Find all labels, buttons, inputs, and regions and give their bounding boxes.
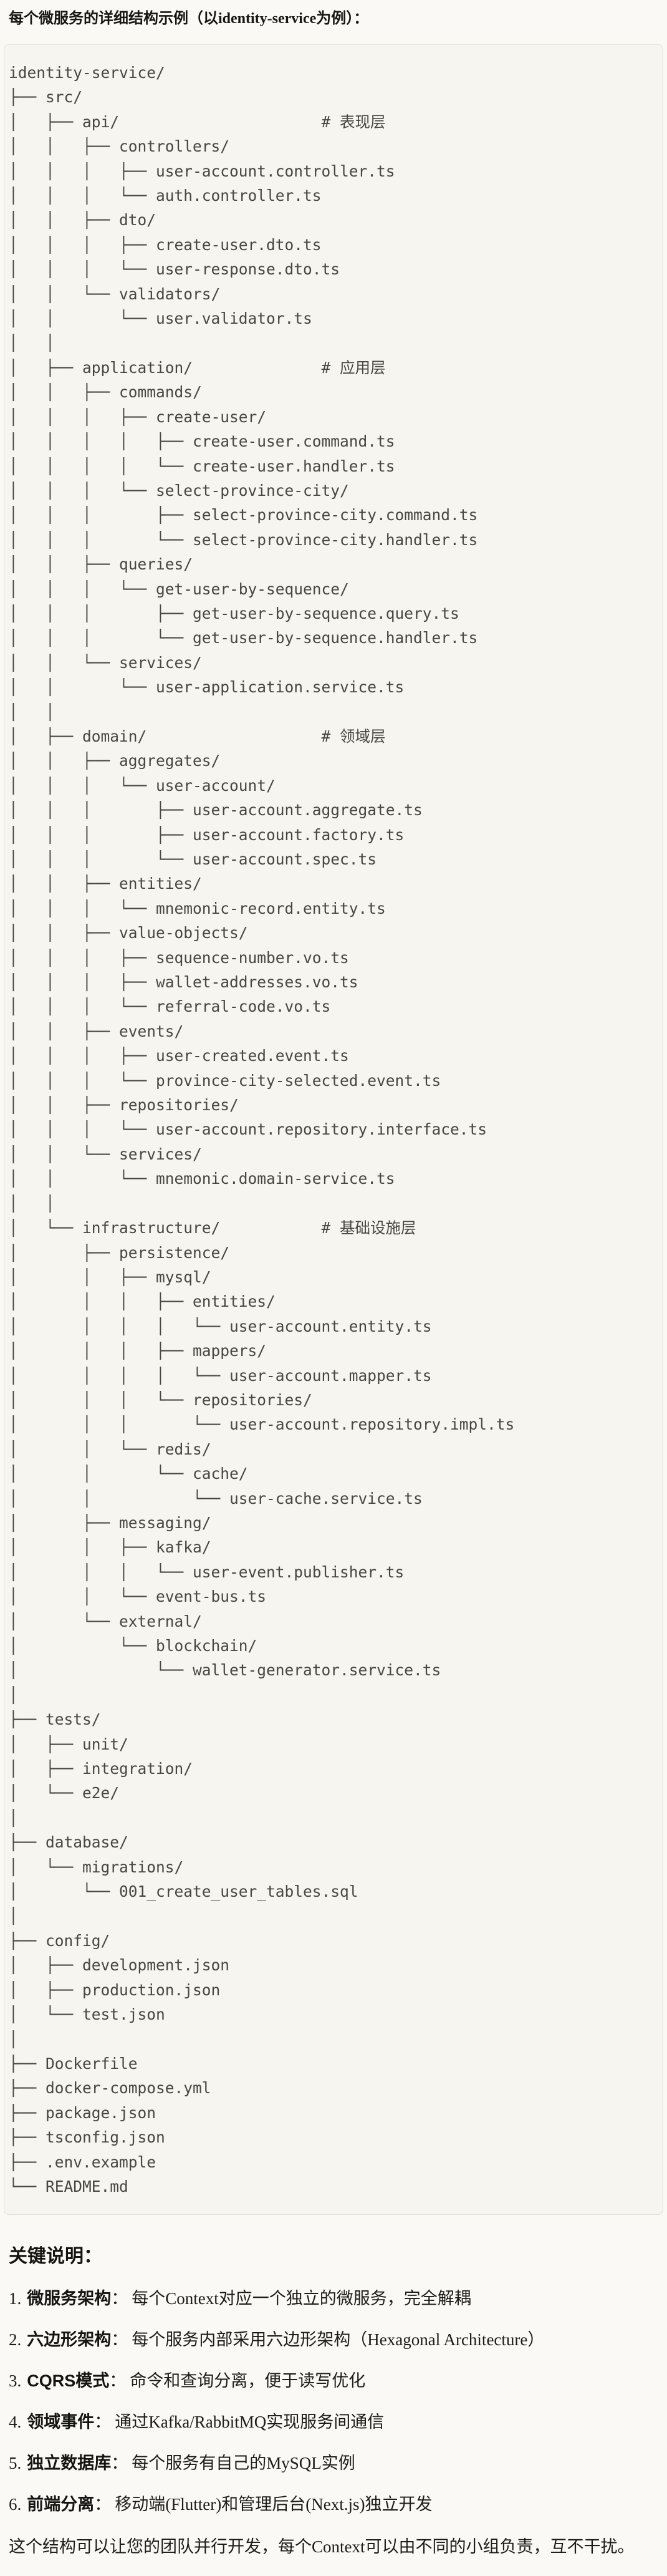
note-item-2: 2.六边形架构：每个服务内部采用六边形架构（Hexagonal Architec…: [9, 2327, 658, 2352]
note-item-text: 通过Kafka/RabbitMQ实现服务间通信: [115, 2413, 385, 2432]
note-item-colon: ：: [111, 2330, 128, 2350]
note-item-text: 每个服务有自己的MySQL实例: [132, 2454, 355, 2473]
note-item-colon: ：: [94, 2413, 112, 2432]
note-item-number: 4.: [9, 2413, 22, 2432]
note-item-number: 3.: [9, 2371, 22, 2391]
note-item-term: 领域事件: [27, 2413, 95, 2432]
note-item-5: 5. 独立数据库：每个服务有自己的MySQL实例: [9, 2451, 658, 2476]
code-block: identity-service/ ├── src/ │ ├── api/ # …: [4, 44, 663, 2215]
notes-heading: 关键说明：: [9, 2246, 102, 2267]
note-item-term: 微服务架构: [27, 2289, 112, 2308]
note-item-colon: ：: [111, 2454, 128, 2473]
notes-footer: 这个结构可以让您的团队并行开发，每个Context可以由不同的小组负责，互不干扰…: [9, 2537, 635, 2557]
note-item-text: 移动端(Flutter)和管理后台(Next.js)独立开发: [115, 2495, 433, 2514]
note-item-term: 前端分离: [27, 2495, 95, 2514]
note-item-term: CQRS模式: [27, 2371, 110, 2391]
note-item-text: 每个服务内部采用六边形架构（Hexagonal Architecture）: [132, 2330, 545, 2350]
note-item-colon: ：: [94, 2495, 112, 2514]
note-item-colon: ：: [109, 2371, 127, 2391]
note-item-number: 5.: [9, 2454, 22, 2473]
page-title-service-name: identity-service: [218, 11, 317, 27]
page-title: 每个微服务的详细结构示例（以identity-service为例）：: [9, 8, 658, 29]
note-item-number: 6.: [9, 2495, 22, 2514]
note-item-4: 4. 领域事件：通过Kafka/RabbitMQ实现服务间通信: [9, 2409, 658, 2434]
page-title-prefix: 每个微服务的详细结构示例（以: [9, 10, 218, 27]
note-item-number: 1.: [9, 2289, 22, 2308]
note-item-3: 3.CQRS模式：命令和查询分离，便于读写优化: [9, 2368, 658, 2393]
directory-tree: identity-service/ ├── src/ │ ├── api/ # …: [9, 64, 515, 2196]
note-item-6: 6. 前端分离：移动端(Flutter)和管理后台(Next.js)独立开发: [9, 2492, 658, 2517]
note-item-colon: ：: [111, 2289, 128, 2308]
note-item-term: 六边形架构: [27, 2330, 112, 2350]
note-item-text: 每个Context对应一个独立的微服务，完全解耦: [132, 2289, 471, 2308]
note-item-text: 命令和查询分离，便于读写优化: [130, 2371, 366, 2391]
note-item-number: 2.: [9, 2330, 22, 2350]
page-title-suffix: 为例）：: [316, 10, 369, 27]
note-item-term: 独立数据库: [27, 2454, 112, 2473]
note-item-1: 1. 微服务架构：每个Context对应一个独立的微服务，完全解耦: [9, 2286, 658, 2311]
